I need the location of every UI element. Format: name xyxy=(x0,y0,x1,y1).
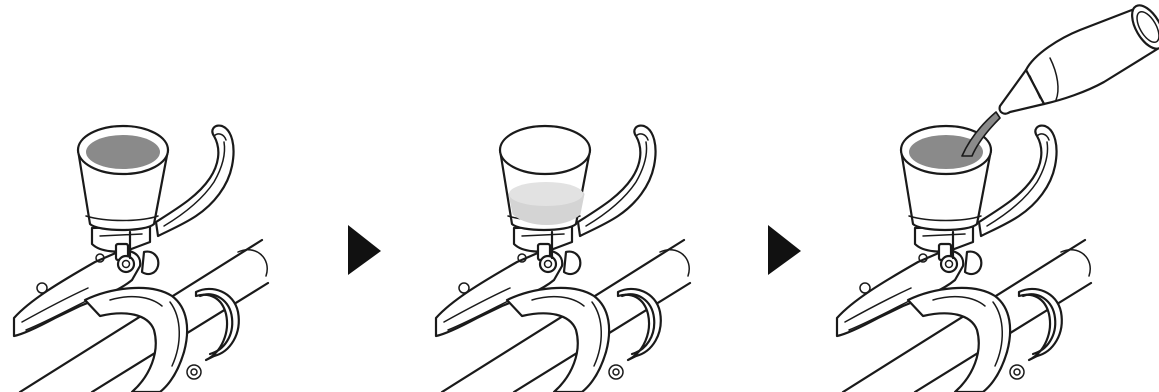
next-step-arrow-1 xyxy=(348,225,381,275)
step-3-panel xyxy=(837,0,1159,392)
step-2-panel xyxy=(436,126,690,392)
oil-bottle-icon xyxy=(1000,0,1159,113)
step-1-dark-fluid xyxy=(86,135,160,169)
next-step-arrow-2 xyxy=(768,225,801,275)
step-1-panel xyxy=(14,126,268,392)
